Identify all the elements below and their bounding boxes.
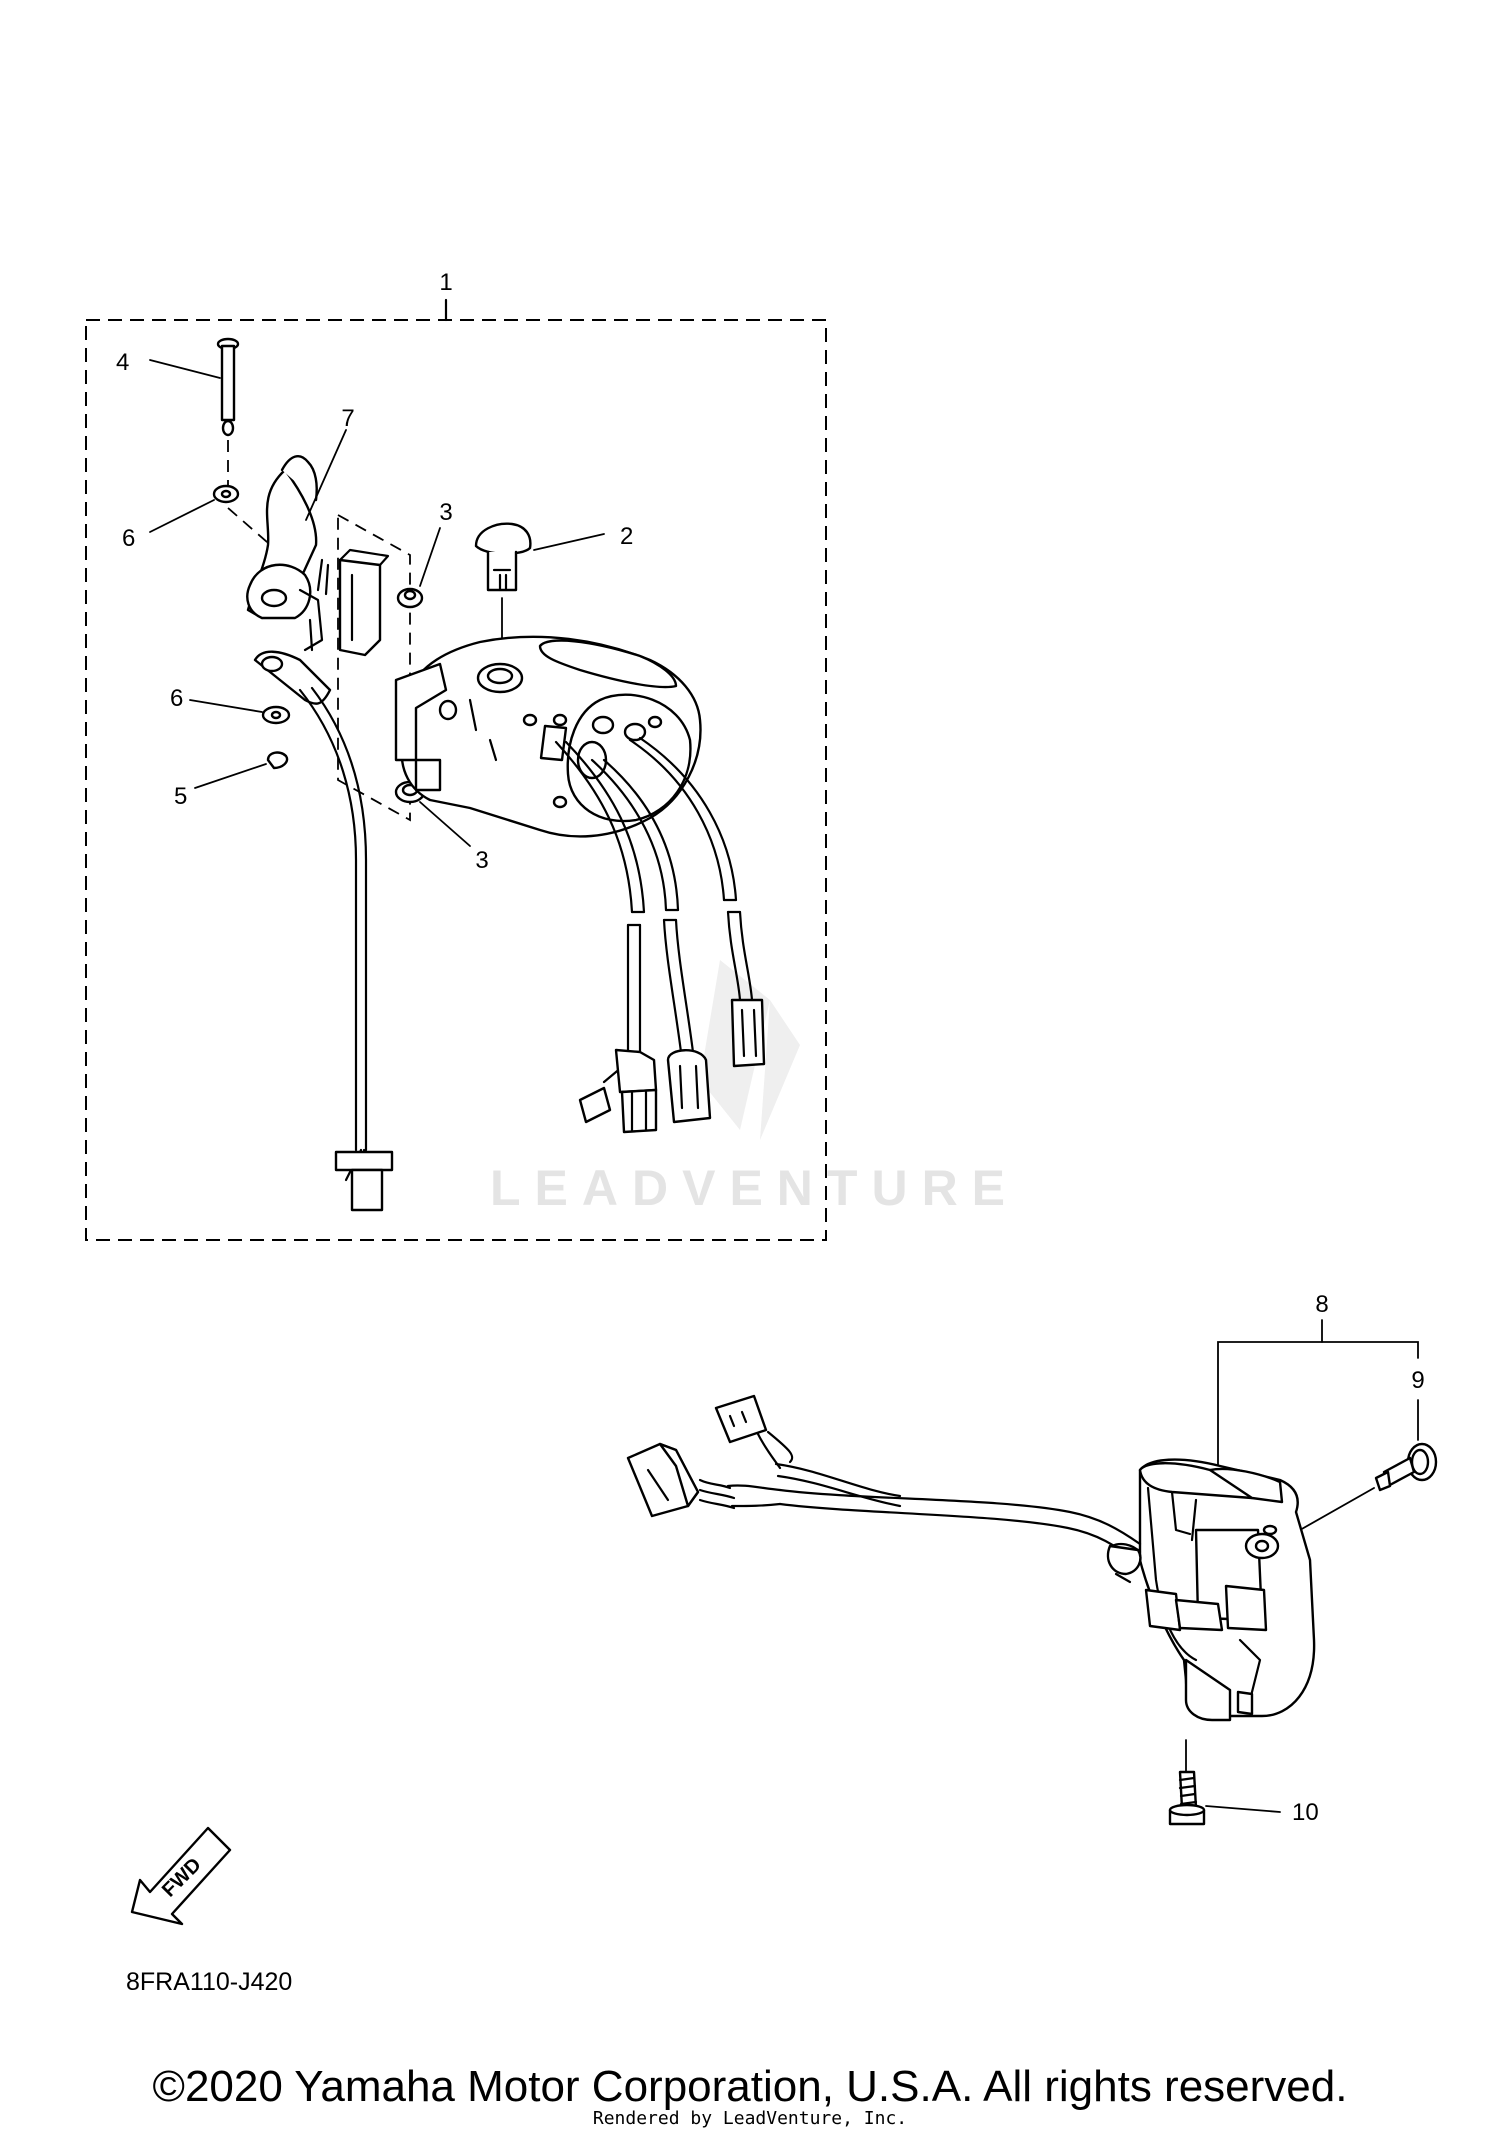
- leader-3-lower: [419, 801, 471, 847]
- harness-connector-top: [714, 1394, 768, 1444]
- connector-right: [730, 998, 766, 1068]
- pin-part-4: [216, 337, 240, 437]
- knob-part-2: [474, 522, 532, 592]
- leadventure-watermark: LEADVENTURE: [490, 960, 1019, 1216]
- callout-6-lower: 6: [170, 685, 183, 712]
- lever-cable: [253, 650, 394, 1212]
- leader-10: [1205, 1805, 1281, 1813]
- leader-3-upper: [419, 527, 441, 587]
- guide-block: [338, 548, 390, 657]
- clip-part-5: [266, 751, 289, 770]
- housing-wires: [554, 736, 754, 1084]
- leader-6-lower: [189, 699, 263, 713]
- leader-6-upper: [149, 499, 215, 533]
- callout-6-upper: 6: [122, 525, 135, 552]
- fwd-arrow-icon: FWD: [130, 1826, 232, 1926]
- screw-part-9: [1374, 1442, 1438, 1492]
- leader-7: [305, 429, 347, 521]
- callout-9: 9: [1411, 1367, 1424, 1394]
- bolt-part-10: [1168, 1770, 1206, 1826]
- grommet-part-3-upper: [396, 587, 424, 609]
- callout-10: 10: [1292, 1799, 1319, 1826]
- callout-1: 1: [439, 269, 452, 296]
- switch-body: [1138, 1458, 1316, 1722]
- leader-5: [194, 763, 267, 789]
- leader-4: [149, 359, 221, 379]
- harness-connector-bottom: [626, 1442, 700, 1518]
- washer-part-6-lower: [261, 705, 291, 725]
- callout-7: 7: [341, 405, 354, 432]
- connector-middle: [666, 1049, 712, 1124]
- assembly-1-dashed-box: [85, 319, 827, 1241]
- callout-4: 4: [116, 349, 129, 376]
- callout-8: 8: [1315, 1291, 1328, 1318]
- connector-left: [578, 1048, 658, 1134]
- rendered-by-credit: Rendered by LeadVenture, Inc.: [592, 2108, 908, 2129]
- switch-housing: [394, 635, 702, 838]
- washer-part-6-upper: [212, 484, 240, 504]
- watermark-text: LEADVENTURE: [490, 1160, 1019, 1216]
- callout-3-lower: 3: [475, 847, 488, 874]
- assembly-1-group: 1 2 3 3 4 5 6 6 7: [85, 269, 827, 1241]
- leader-2: [533, 533, 605, 551]
- bracket-dashed-frame: [337, 513, 411, 822]
- copyright-notice: ©2020 Yamaha Motor Corporation, U.S.A. A…: [152, 2062, 1348, 2111]
- diagram-code: 8FRA110-J420: [126, 1968, 292, 1996]
- harness-wires: [698, 1430, 1142, 1584]
- assembly-8-group: 8 9: [626, 1291, 1438, 1826]
- callout-2: 2: [620, 523, 633, 550]
- callout-5: 5: [174, 783, 187, 810]
- lever-part-7: [246, 454, 330, 652]
- callout-3-upper: 3: [439, 499, 452, 526]
